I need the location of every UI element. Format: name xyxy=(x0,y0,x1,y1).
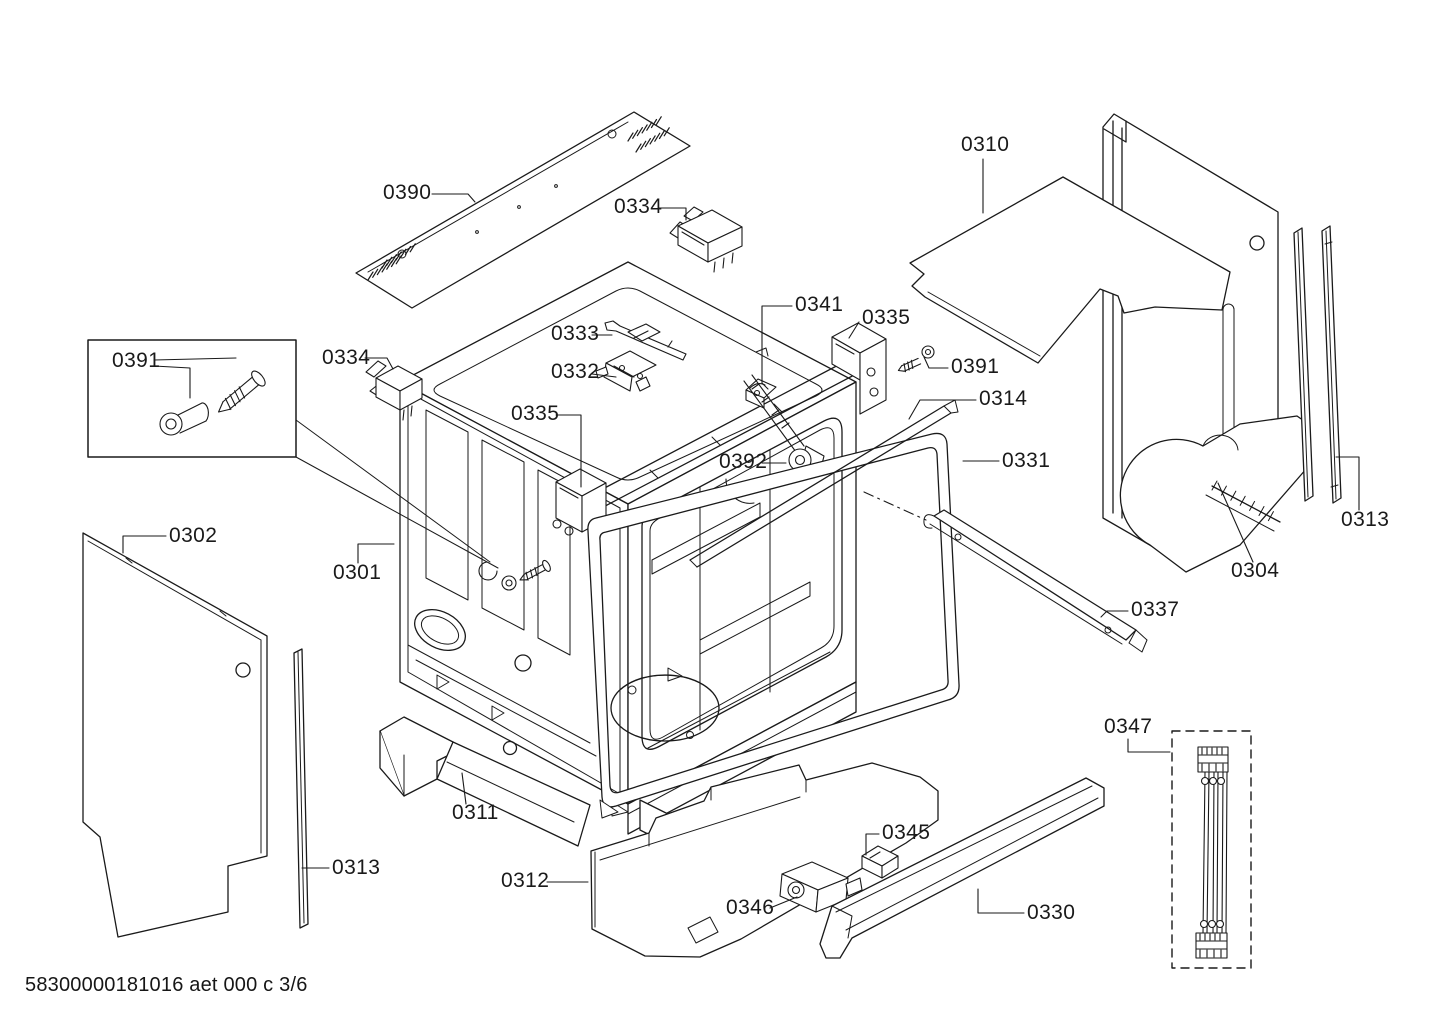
leader-line-0304 xyxy=(1217,482,1254,563)
document-number: 58300000181016 aet 000 c 3/6 xyxy=(25,974,308,996)
leader-line-0335 xyxy=(848,321,860,339)
leader-line-0313 xyxy=(1335,456,1360,511)
door-frame-0331-drawing xyxy=(587,432,960,819)
leader-line-0301 xyxy=(357,543,395,564)
leader-line-0332 xyxy=(591,373,617,378)
leader-line-0346 xyxy=(769,896,798,909)
foam-base-0312-drawing xyxy=(590,762,939,958)
wiper-0333-drawing xyxy=(604,320,687,361)
leader-line-0334 xyxy=(658,207,687,221)
inset-box-0391-drawing xyxy=(87,339,499,569)
rail-0330-drawing xyxy=(819,777,1105,959)
hose-kit-0347-drawing xyxy=(1171,730,1252,969)
leader-line-0314 xyxy=(908,399,977,420)
leader-line-0391 xyxy=(153,365,191,399)
leader-lines xyxy=(122,158,1360,914)
lower-back-panel-0304-drawing xyxy=(1119,415,1308,573)
pump-0346-drawing xyxy=(779,861,863,913)
door-panel-0302-drawing xyxy=(82,532,268,938)
strip-0314-drawing xyxy=(689,399,959,568)
strip-0313-right-drawing xyxy=(1321,225,1342,504)
leader-line-0335 xyxy=(555,414,582,488)
screw-set-drawing xyxy=(478,559,551,591)
leader-line-0334 xyxy=(364,357,394,370)
cross-rail-0337-drawing xyxy=(863,491,1148,653)
clip-0345-drawing xyxy=(861,845,899,879)
leader-line-0330 xyxy=(977,888,1025,914)
leader-line-0390 xyxy=(431,193,476,203)
screw-0391-right-drawing xyxy=(897,345,935,373)
leader-line-0391 xyxy=(153,357,237,361)
leader-line-0341 xyxy=(761,305,793,390)
top-trim-panel-0390-drawing xyxy=(355,111,691,309)
insulation-panel-0310-drawing xyxy=(909,176,1231,364)
bracket-0334-left-drawing xyxy=(365,360,423,421)
strip-0313-left-drawing xyxy=(293,648,309,929)
bracket-0334-top-drawing xyxy=(669,206,743,273)
leader-line-0302 xyxy=(122,535,167,554)
leader-line-0345 xyxy=(865,833,880,856)
bracket-0335-right-drawing xyxy=(831,322,887,415)
latch-0332-drawing xyxy=(595,350,657,392)
right-trim-strip-drawing xyxy=(1293,227,1314,502)
leader-line-0391 xyxy=(923,356,949,369)
leader-line-0311 xyxy=(461,772,467,805)
leader-line-0347 xyxy=(1127,738,1171,753)
leader-line-0337 xyxy=(1100,610,1129,618)
